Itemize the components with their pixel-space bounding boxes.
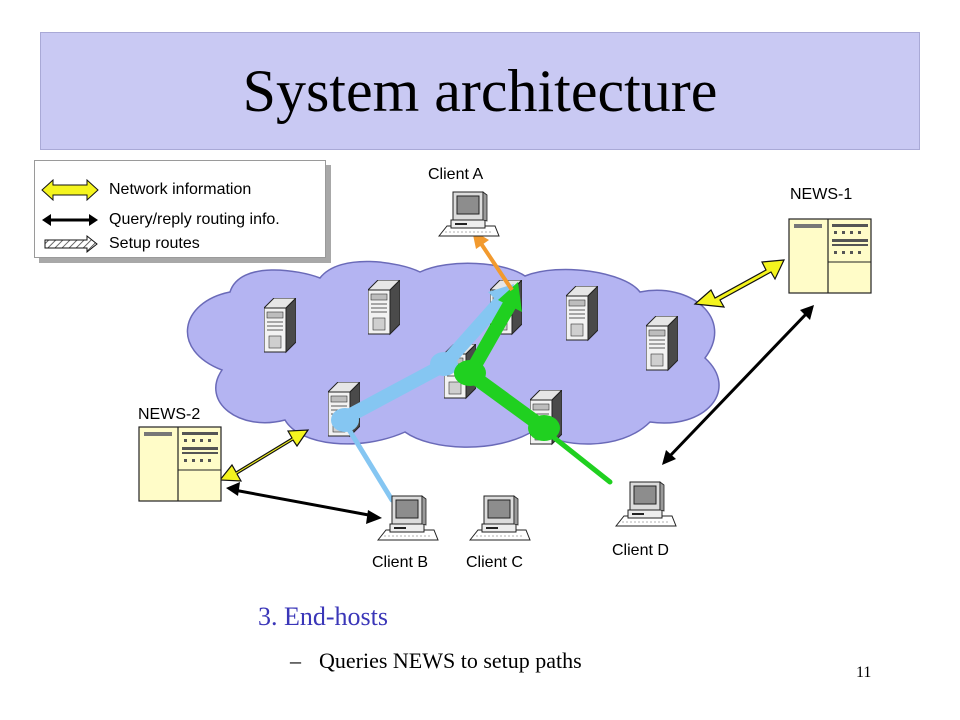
server-icon bbox=[368, 280, 400, 335]
black-double-arrow-icon bbox=[42, 214, 98, 226]
client-c-computer-icon bbox=[469, 495, 531, 541]
client-c-label: Client C bbox=[466, 554, 523, 571]
news-2-label: NEWS-2 bbox=[138, 406, 201, 423]
blue-path bbox=[331, 284, 514, 503]
legend-label: Network information bbox=[109, 181, 252, 198]
news-2-query-arrow bbox=[226, 482, 382, 524]
client-a-computer-icon bbox=[438, 191, 500, 237]
news-2-server-icon bbox=[138, 426, 222, 502]
news-1-server-icon bbox=[788, 218, 872, 294]
bullet-sub-item: –Queries NEWS to setup paths bbox=[290, 648, 582, 674]
client-b-computer-icon bbox=[377, 495, 439, 541]
legend: Network information Query/reply routing … bbox=[34, 160, 326, 258]
green-path bbox=[454, 282, 613, 485]
bullet-end-hosts: 3. End-hosts bbox=[258, 602, 388, 631]
server-icon bbox=[264, 298, 296, 353]
news-1-query-arrow bbox=[662, 305, 814, 465]
news-1-network-arrow bbox=[693, 259, 785, 308]
bullet-dash: – bbox=[290, 648, 301, 673]
legend-item-setup-routes: Setup routes bbox=[41, 233, 200, 255]
client-b-label: Client B bbox=[372, 554, 429, 571]
news-2-network-arrow bbox=[218, 429, 310, 482]
yellow-double-arrow-icon bbox=[41, 179, 99, 201]
server-icon bbox=[646, 316, 678, 371]
title-banner: System architecture bbox=[40, 32, 920, 150]
hatched-arrow-icon bbox=[44, 234, 98, 254]
page-number: 11 bbox=[856, 664, 872, 681]
client-d-label: Client D bbox=[612, 542, 669, 559]
legend-label: Setup routes bbox=[109, 235, 200, 252]
legend-item-query-reply: Query/reply routing info. bbox=[41, 209, 280, 231]
client-d-computer-icon bbox=[615, 481, 677, 527]
server-icon bbox=[566, 286, 598, 341]
client-a-label: Client A bbox=[428, 166, 484, 183]
bullet-sub-text: Queries NEWS to setup paths bbox=[319, 648, 582, 673]
news-1-label: NEWS-1 bbox=[790, 186, 853, 203]
page-title: System architecture bbox=[242, 57, 718, 124]
legend-label: Query/reply routing info. bbox=[109, 211, 280, 228]
legend-item-network-information: Network information bbox=[41, 179, 251, 201]
